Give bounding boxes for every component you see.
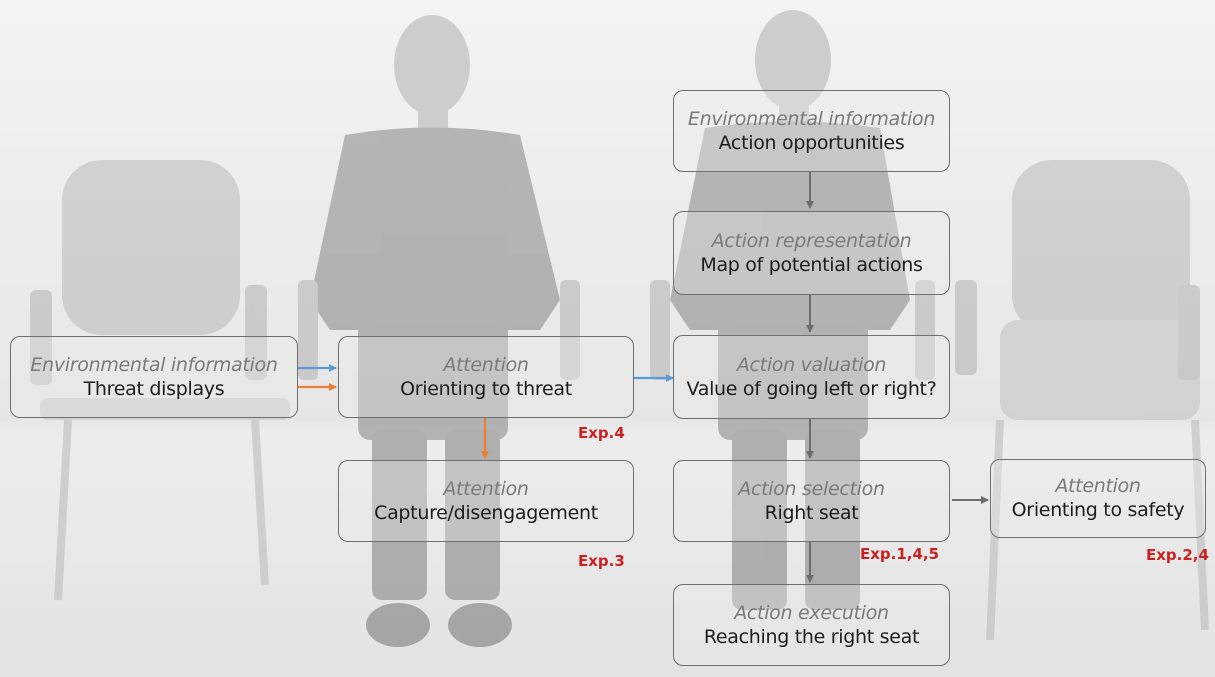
left-person [298,15,580,647]
box-action-execution: Action execution Reaching the right seat [673,584,950,666]
box-text: Action opportunities [718,131,905,154]
box-heading: Attention [443,477,529,500]
box-text: Reaching the right seat [703,625,920,648]
box-attention-orienting: Attention Orienting to threat [338,336,634,418]
left-chair [30,160,290,601]
exp-label-4: Exp.4 [578,424,625,442]
exp-label-1-4-5: Exp.1,4,5 [860,545,940,563]
box-heading: Action valuation [736,353,887,376]
box-text: Capture/disengagement [374,501,598,524]
box-heading: Action representation [711,229,912,252]
box-env-action: Environmental information Action opportu… [673,90,950,172]
box-heading: Attention [443,353,529,376]
box-text: Map of potential actions [700,253,923,276]
box-attention-safety: Attention Orienting to safety [990,459,1206,538]
box-heading: Action execution [734,601,889,624]
box-action-valuation: Action valuation Value of going left or … [673,335,950,419]
box-action-representation: Action representation Map of potential a… [673,211,950,295]
box-attention-capture: Attention Capture/disengagement [338,460,634,542]
box-text: Threat displays [83,377,225,400]
exp-label-3: Exp.3 [578,552,625,570]
box-text: Orienting to safety [1011,499,1185,521]
box-text: Value of going left or right? [686,377,937,400]
exp-label-2-4: Exp.2,4 [1146,546,1209,564]
box-env-threat: Environmental information Threat display… [10,336,298,418]
box-action-selection: Action selection Right seat [673,460,950,542]
right-person [650,10,935,610]
box-text: Right seat [764,501,859,524]
box-heading: Environmental information [687,107,936,130]
box-heading: Action selection [738,477,885,500]
box-heading: Attention [1055,475,1141,497]
box-text: Orienting to threat [400,377,572,400]
box-heading: Environmental information [30,353,278,376]
